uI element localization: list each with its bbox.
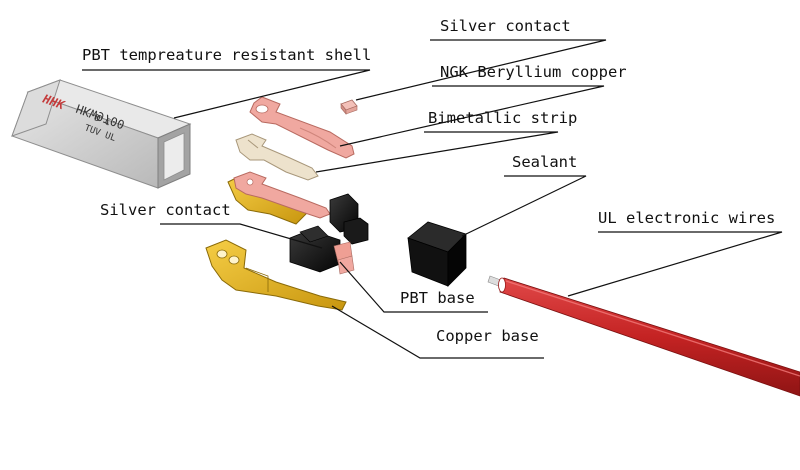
label-shell: PBT tempreature resistant shell	[82, 46, 372, 64]
ul-wire-part	[487, 275, 800, 397]
label-copper-base: Copper base	[436, 327, 539, 345]
copper-base-part	[205, 239, 347, 311]
beryllium-copper-part	[249, 96, 355, 159]
upper-contact-arm	[227, 171, 369, 245]
label-silver-contact-top: Silver contact	[440, 17, 571, 35]
leader-silver-contact-top	[355, 39, 607, 101]
leader-copper-base	[331, 305, 544, 359]
leader-silver-contact-left	[160, 223, 323, 249]
leader-beryllium-copper	[339, 85, 605, 147]
sealant-part	[407, 221, 467, 287]
leader-ul-wires	[567, 231, 783, 297]
leader-shell	[82, 69, 371, 119]
pbt-base-part	[289, 225, 355, 275]
leader-pbt-base	[339, 261, 488, 313]
pbt-shell	[11, 79, 192, 189]
label-sealant: Sealant	[512, 153, 578, 171]
label-bimetallic-strip: Bimetallic strip	[428, 109, 578, 127]
bimetallic-strip-part	[235, 133, 319, 181]
silver-contact-part	[340, 99, 358, 115]
label-silver-contact-left: Silver contact	[100, 201, 231, 219]
label-pbt-base: PBT base	[400, 289, 475, 307]
label-beryllium-copper: NGK Beryllium copper	[440, 63, 627, 81]
leader-bimetallic	[315, 131, 559, 173]
leader-sealant	[461, 175, 587, 237]
label-ul-wires: UL electronic wires	[598, 209, 776, 227]
leader-lines	[82, 39, 783, 359]
